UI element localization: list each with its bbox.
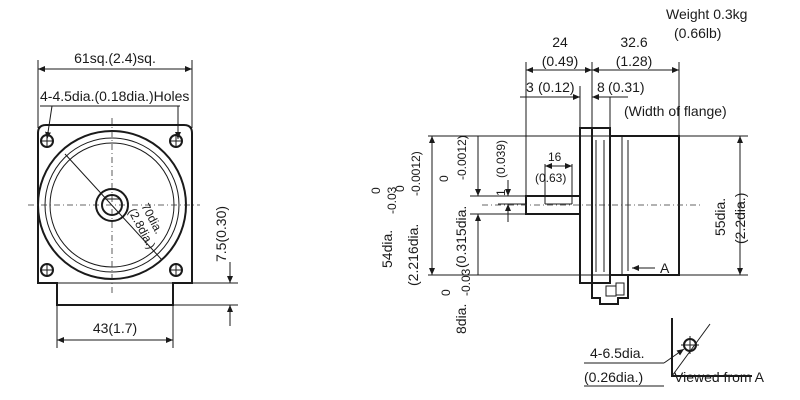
pilot-inch-tol: -0.0012) (409, 151, 423, 196)
body-dia-label: 55dia. (712, 198, 728, 236)
terminal-tab (605, 285, 617, 297)
dim-1-inch-label: (0.039) (494, 140, 508, 178)
leader-line (663, 348, 685, 364)
pilot-inch-tol-top: 0 (393, 185, 407, 192)
view-a-caption: Viewed from A (674, 369, 765, 385)
pcd-line (64, 153, 163, 261)
pilot-tol-top: 0 (369, 187, 383, 194)
pilot-inch-label: (2.216dia. (405, 224, 421, 286)
weight-lb-label: (0.66lb) (674, 25, 721, 41)
dim-3-label: 3 (526, 79, 534, 95)
dim-16-label: 16 (548, 150, 562, 164)
dim-24-label: 24 (552, 34, 568, 50)
terminal-box (591, 275, 629, 305)
weight-label: Weight 0.3kg (666, 6, 747, 22)
holes-label: 4-4.5dia.(0.18dia.)Holes (40, 88, 189, 104)
offset-label: 7.5(0.30) (213, 206, 229, 262)
motor-body (609, 135, 680, 276)
pilot-tol-bottom: -0.03 (385, 186, 399, 214)
dim-32-6-label: 32.6 (620, 34, 647, 50)
dim-16-inch-label: (0.63) (535, 171, 566, 185)
shaft-inch-label: (0.315dia. (453, 206, 469, 268)
width-label: 61sq.(2.4)sq. (74, 50, 156, 66)
front-view: 61sq.(2.4)sq. 4-4.5dia.(0.18dia.)Holes (28, 50, 238, 348)
shaft-inch-tol: -0.0012) (455, 135, 469, 180)
shaft-inch-tol-top: 0 (437, 175, 451, 182)
shaft-tol-bottom: -0.03 (459, 268, 473, 296)
hole-inch-label: (0.26dia.) (584, 369, 643, 385)
base-label: 43(1.7) (93, 320, 137, 336)
side-view: Weight 0.3kg (0.66lb) 24 (0.49) 32.6 (1.… (369, 6, 748, 334)
hole-label: 4-6.5dia. (590, 345, 644, 361)
dim-8-label: 8 (597, 79, 605, 95)
front-outline (37, 124, 193, 306)
pilot-dia-label: 54dia. (379, 230, 395, 268)
shaft-dia-label: 8dia. (453, 304, 469, 334)
dim-8-inch-label: (0.31) (608, 79, 645, 95)
flange-body (579, 127, 593, 284)
view-a-detail: 4-6.5dia. (0.26dia.) Viewed from A (584, 318, 765, 387)
leader-line (45, 105, 53, 140)
body-dia-inch-label: (2.2dia.) (732, 193, 748, 244)
dim-32-6-inch-label: (1.28) (616, 53, 653, 69)
shaft-tol-top: 0 (439, 289, 453, 296)
terminal-tab (615, 282, 625, 296)
dim-24-inch-label: (0.49) (542, 53, 579, 69)
dim-1-label: 1 (494, 189, 508, 196)
dim-3-inch-label: (0.12) (538, 79, 575, 95)
flange-ring (591, 127, 611, 284)
arrow-a-label: A (660, 260, 670, 276)
flange-note: (Width of flange) (624, 103, 727, 119)
